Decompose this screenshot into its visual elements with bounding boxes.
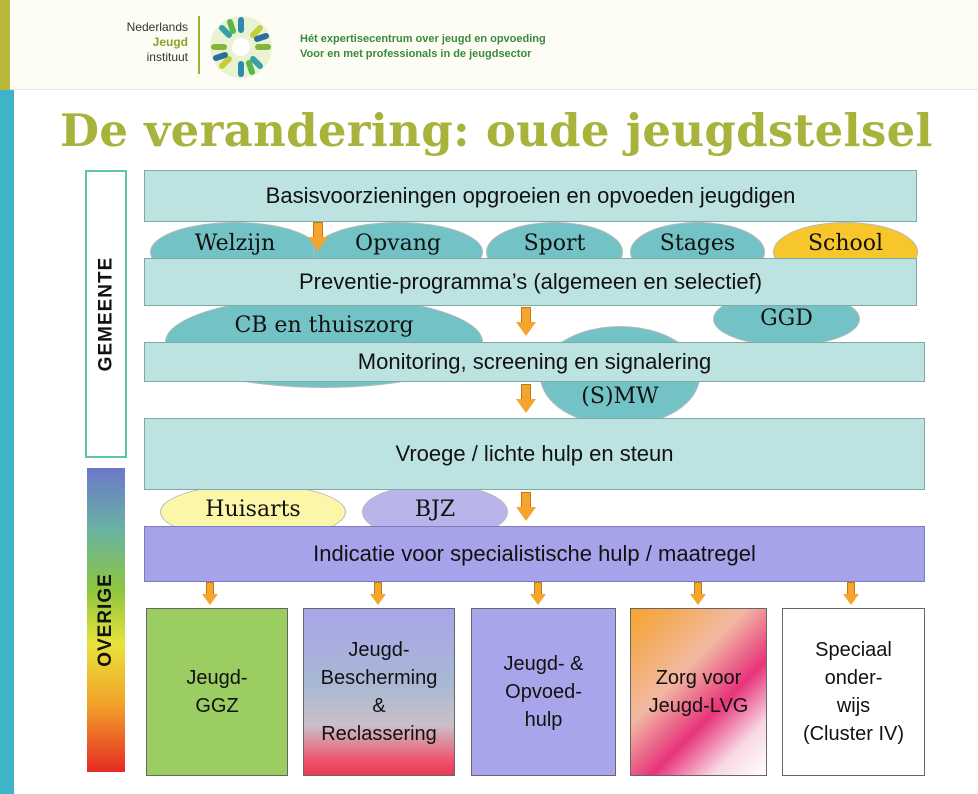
logo-wordmark: Nederlands Jeugd instituut	[96, 20, 188, 65]
accent-strip-left	[0, 90, 14, 794]
arrow-down-icon	[516, 492, 536, 522]
bar-basisvoorzieningen: Basisvoorzieningen opgroeien en opvoeden…	[144, 170, 917, 222]
tagline: Hét expertisecentrum over jeugd en opvoe…	[300, 32, 546, 62]
box-jeugdbescherming-label: Jeugd- Bescherming & Reclassering	[320, 639, 438, 745]
bar-vroege-hulp: Vroege / lichte hulp en steun	[144, 418, 925, 490]
box-jeugdbescherming: Jeugd- Bescherming & Reclassering	[303, 608, 455, 776]
slide-title: De verandering: oude jeugdstelsel	[60, 104, 933, 157]
box-opvoedhulp-label: Jeugd- & Opvoed- hulp	[503, 653, 584, 731]
logo-line-1: Nederlands	[126, 20, 188, 34]
box-jeugd-lvg-label: Zorg voor Jeugd-LVG	[648, 667, 749, 717]
arrow-down-icon	[530, 582, 546, 606]
arrow-down-icon	[370, 582, 386, 606]
arrow-down-icon	[690, 582, 706, 606]
box-opvoedhulp: Jeugd- & Opvoed- hulp	[471, 608, 616, 776]
arrow-down-icon	[843, 582, 859, 606]
nji-logo-icon	[210, 16, 272, 78]
overige-label: OVERIGE	[95, 573, 117, 667]
box-jeugd-lvg: Zorg voor Jeugd-LVG	[630, 608, 767, 776]
bar-indicatie: Indicatie voor specialistische hulp / ma…	[144, 526, 925, 582]
logo-line-3: instituut	[146, 50, 188, 64]
arrow-down-icon	[308, 222, 328, 252]
oval-smw-label: (S)MW	[581, 383, 659, 409]
box-speciaal-onderwijs: Speciaal onder- wijs (Cluster IV)	[782, 608, 925, 776]
arrow-down-icon	[516, 307, 536, 337]
tagline-line-2: Voor en met professionals in de jeugdsec…	[300, 48, 532, 60]
box-jeugd-ggz: Jeugd- GGZ	[146, 608, 288, 776]
bar-monitoring: Monitoring, screening en signalering	[144, 342, 925, 382]
gemeente-label: GEMEENTE	[95, 256, 116, 372]
overige-label-box: OVERIGE	[85, 466, 127, 774]
logo-line-2: Jeugd	[152, 35, 188, 49]
logo-divider	[198, 16, 200, 74]
header-band	[0, 0, 978, 90]
bar-preventie: Preventie-programma’s (algemeen en selec…	[144, 258, 917, 306]
tagline-line-1: Hét expertisecentrum over jeugd en opvoe…	[300, 33, 546, 45]
arrow-down-icon	[516, 384, 536, 414]
accent-strip-top	[0, 0, 10, 90]
box-speciaal-onderwijs-label: Speciaal onder- wijs (Cluster IV)	[802, 639, 905, 745]
box-jeugd-ggz-label: Jeugd- GGZ	[186, 667, 248, 717]
gemeente-label-box: GEMEENTE	[85, 170, 127, 458]
arrow-down-icon	[202, 582, 218, 606]
